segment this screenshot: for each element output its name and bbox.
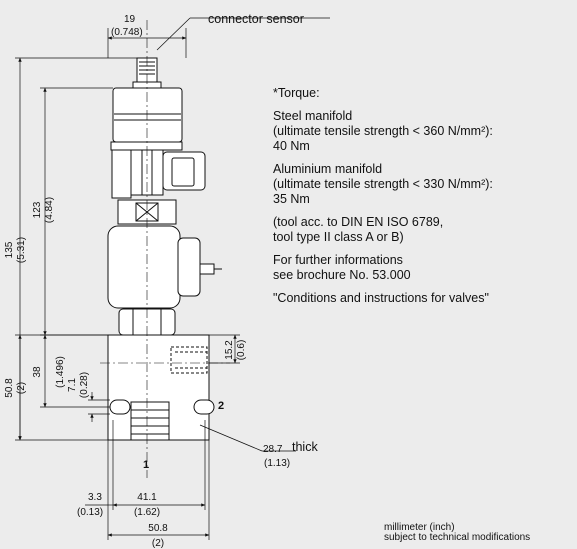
note-line: see brochure No. 53.000	[273, 268, 411, 282]
conditions-note: "Conditions and instructions for valves"	[273, 291, 489, 305]
port-1-label: 1	[143, 459, 149, 471]
tool-note: (tool acc. to DIN EN ISO 6789, tool type…	[273, 215, 573, 245]
valve-outline	[107, 57, 222, 441]
dim-123: 123	[32, 201, 43, 218]
dim-7-1: 7.1	[67, 378, 78, 392]
dim-19-inch: (0.748)	[111, 27, 143, 38]
dim-15-2-inch: (0.6)	[236, 340, 247, 361]
dim-41-1: 41.1	[137, 492, 157, 503]
note-line: 40 Nm	[273, 139, 310, 153]
torque-notes: *Torque: Steel manifold (ultimate tensil…	[273, 86, 573, 314]
dim-7-1-inch: (0.28)	[79, 372, 90, 398]
brochure-note: For further informations see brochure No…	[273, 253, 573, 283]
dim-41-1-inch: (1.62)	[134, 507, 160, 518]
note-line: tool type II class A or B)	[273, 230, 404, 244]
solenoid-coil	[107, 225, 181, 309]
dim-thick-inch: (1.13)	[264, 458, 290, 469]
dim-50-8-vertical: 50.8	[4, 378, 15, 398]
aluminium-manifold-note: Aluminium manifold (ultimate tensile str…	[273, 162, 573, 207]
modifications-note: subject to technical modifications	[384, 532, 531, 543]
hex-nut-upper	[110, 141, 183, 151]
connector-sensor-label: connector sensor	[208, 12, 304, 26]
dim-19: 19	[124, 14, 136, 25]
dim-38-inch: (1.496)	[55, 356, 66, 388]
dim-3-3-inch: (0.13)	[77, 507, 103, 518]
footer-notes: millimeter (inch) subject to technical m…	[384, 523, 530, 543]
note-line: For further informations	[273, 253, 403, 267]
dim-50-8-horizontal-inch: (2)	[152, 538, 164, 549]
dim-thick-word: thick	[292, 440, 318, 454]
note-line: (tool acc. to DIN EN ISO 6789,	[273, 215, 444, 229]
dim-50-8-vertical-inch: (2)	[16, 382, 27, 394]
dim-135: 135	[4, 241, 15, 258]
dim-38: 38	[32, 366, 43, 378]
dim-thick-value: 28.7	[263, 444, 283, 455]
dim-123-inch: (4.84)	[44, 197, 55, 223]
note-line: 35 Nm	[273, 192, 310, 206]
dim-50-8-horizontal: 50.8	[148, 523, 168, 534]
dim-15-2: 15.2	[224, 340, 235, 360]
sensor-cap	[112, 87, 183, 143]
units-note: millimeter (inch)	[384, 522, 455, 533]
note-line: (ultimate tensile strength < 360 N/mm²):	[273, 124, 493, 138]
note-line: (ultimate tensile strength < 330 N/mm²):	[273, 177, 493, 191]
dim-3-3: 3.3	[88, 492, 102, 503]
note-line: Aluminium manifold	[273, 162, 383, 176]
port-2-label: 2	[218, 400, 224, 412]
coil-plug	[177, 237, 201, 297]
dim-135-inch: (5.31)	[16, 237, 27, 263]
note-line: Steel manifold	[273, 109, 353, 123]
torque-heading: *Torque:	[273, 86, 320, 100]
steel-manifold-note: Steel manifold (ultimate tensile strengt…	[273, 109, 573, 154]
